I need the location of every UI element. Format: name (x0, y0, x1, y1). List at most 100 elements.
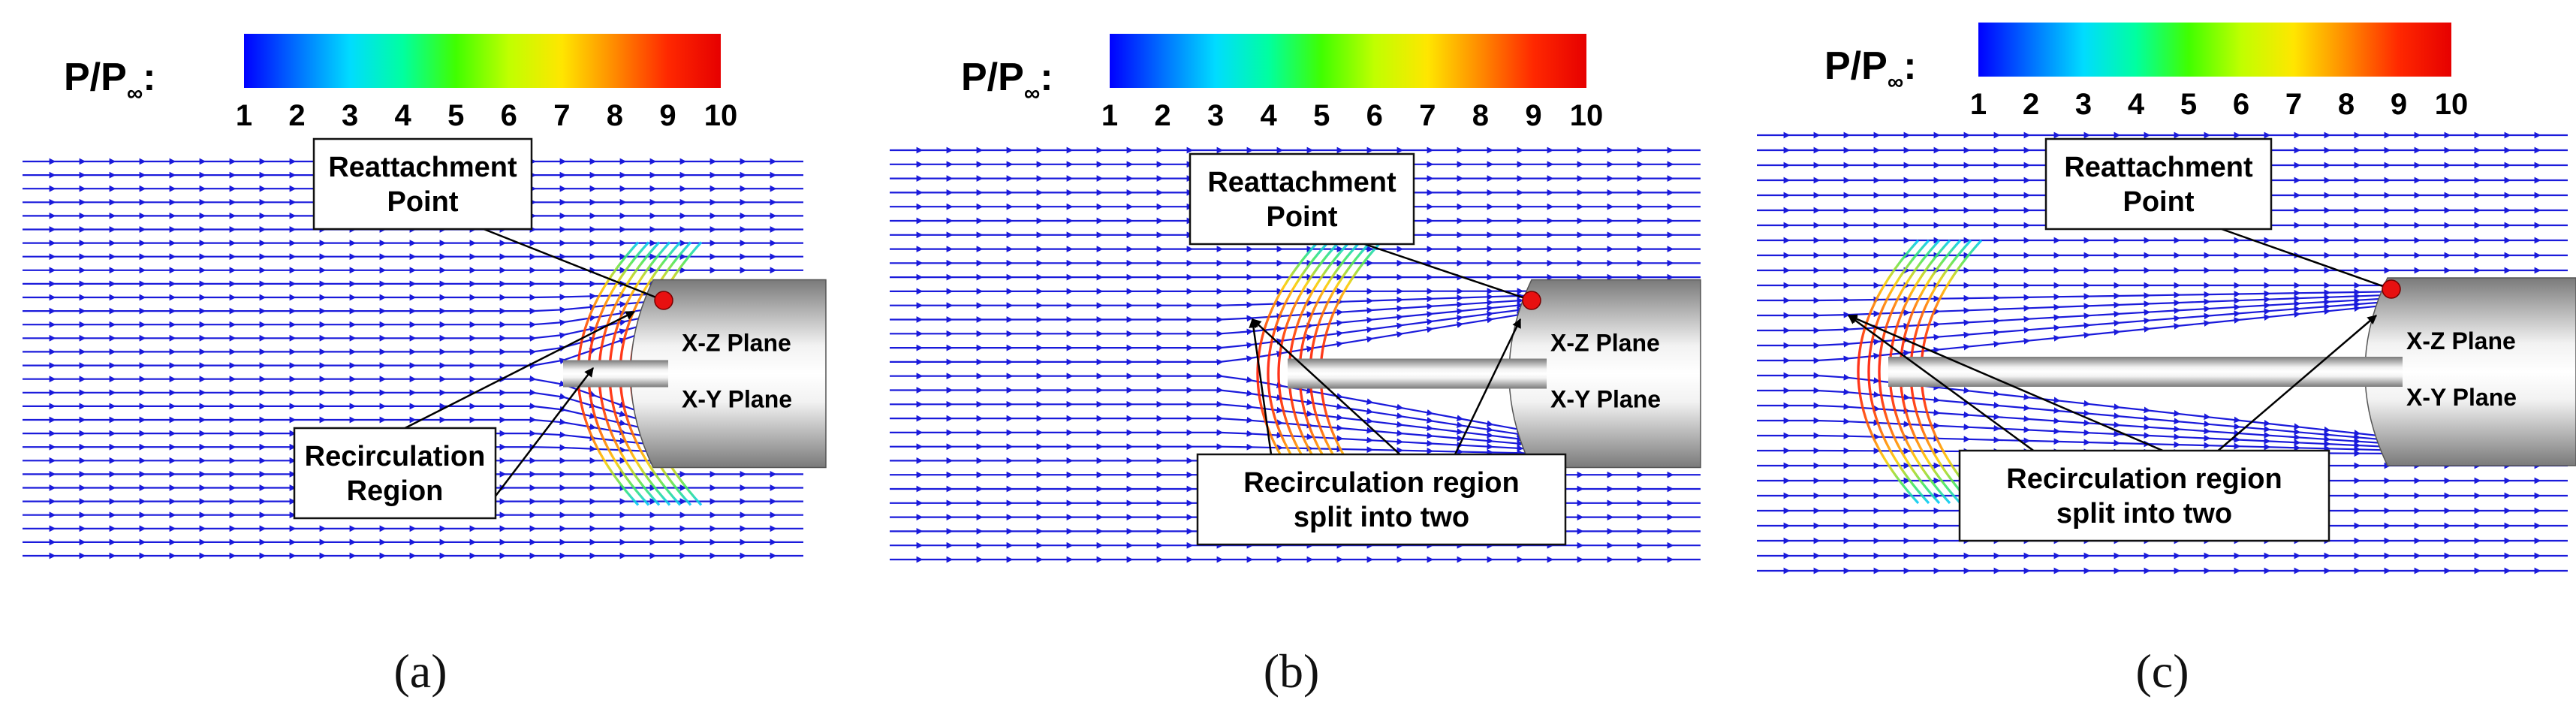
reattachment-box (312, 137, 533, 231)
colorbar-label: P/P∞: (64, 56, 156, 106)
reattachment-label-line1: Reattachment (328, 152, 517, 183)
colorbar-tick-label: 6 (2233, 88, 2249, 121)
colorbar-tick-label: 7 (553, 99, 570, 132)
colorbar-tick-label: 2 (1154, 99, 1170, 132)
colorbar-label-main: P/P (1824, 44, 1888, 88)
plane-label-xy: X-Y Plane (682, 386, 792, 413)
colorbar-tick-label: 3 (1207, 99, 1224, 132)
reattachment-leader-line (1364, 243, 1532, 302)
colorbar-tick-label: 1 (1970, 88, 1987, 121)
panel-label: (b) (1264, 644, 1320, 698)
reattachment-point (1522, 291, 1541, 310)
blunt-body (2364, 277, 2576, 466)
reattachment-point (654, 291, 673, 310)
colorbar-tick-label: 10 (704, 99, 738, 132)
reattachment-label-line2: Point (2123, 186, 2195, 218)
colorbar-label-main: P/P (64, 56, 127, 99)
reattachment-box (2044, 137, 2273, 231)
recirculation-box (1958, 449, 2330, 542)
colorbar-label-sub: ∞ (127, 81, 143, 106)
colorbar-label-colon: : (1903, 44, 1916, 88)
pressure-arc (1857, 239, 1920, 505)
recirculation-leader-1b (1847, 314, 2035, 452)
colorbar-tick-label: 7 (1419, 99, 1436, 132)
pressure-arc (1878, 239, 1941, 505)
spike (1288, 358, 1547, 389)
colorbar-tick-label: 6 (501, 99, 517, 132)
recirculation-label-line1: Recirculation region (2006, 463, 2282, 495)
recirculation-leader-1 (404, 310, 636, 430)
colorbar-tick-label: 9 (659, 99, 676, 132)
colorbar-tick-label: 10 (2435, 88, 2469, 121)
recirculation-label-line2: Region (347, 475, 444, 507)
colorbar-tick-label: 2 (2023, 88, 2039, 121)
plane-label-xz: X-Z Plane (1550, 330, 1660, 357)
recirculation-label-line2: split into two (1294, 502, 1469, 533)
colorbar-label-colon: : (1040, 56, 1053, 99)
panel-label: (c) (2135, 644, 2189, 698)
reattachment-label-line1: Reattachment (1207, 167, 1396, 198)
colorbar-tick-label: 8 (1472, 99, 1489, 132)
colorbar-tick-label: 8 (2338, 88, 2355, 121)
colorbar-tick-label: 4 (2128, 88, 2145, 121)
recirculation-leader-2 (2217, 315, 2377, 451)
colorbar-label-sub: ∞ (1888, 70, 1903, 95)
recirculation-box (293, 427, 497, 520)
reattachment-box (1189, 152, 1415, 246)
pressure-arc (1867, 239, 1930, 505)
spike (1888, 357, 2403, 387)
recirculation-leader-1 (1252, 318, 1401, 455)
body (563, 279, 827, 469)
colorbar-tick-label: 6 (1366, 99, 1383, 132)
recirculation-label-line1: Recirculation region (1243, 467, 1519, 499)
recirculation-leader-1b (1249, 318, 1273, 455)
colorbar-gradient (244, 34, 721, 88)
colorbar-tick-label: 1 (236, 99, 252, 132)
colorbar-tick-label: 4 (395, 99, 412, 132)
colorbar-tick-label: 5 (447, 99, 464, 132)
body (1288, 279, 1701, 469)
colorbar-label-main: P/P (961, 56, 1024, 99)
reattachment-label-line2: Point (1267, 201, 1338, 233)
plane-label-xy: X-Y Plane (2406, 384, 2517, 411)
colorbar-tick-label: 3 (2075, 88, 2092, 121)
colorbar-tick-label: 9 (2391, 88, 2407, 121)
recirculation-leader-2 (1454, 318, 1522, 455)
plane-label-xz: X-Z Plane (2406, 327, 2516, 354)
reattachment-label-line2: Point (387, 186, 459, 218)
reattachment-point (2382, 279, 2401, 299)
plane-label-xz: X-Z Plane (682, 330, 791, 357)
reattachment-leader-line (483, 228, 664, 302)
colorbar-tick-label: 8 (607, 99, 623, 132)
body (1888, 277, 2576, 466)
recirculation-leader-1 (1847, 314, 2164, 452)
colorbar-tick-label: 5 (2180, 88, 2197, 121)
colorbar-tick-label: 9 (1525, 99, 1541, 132)
colorbar-tick-label: 5 (1313, 99, 1330, 132)
colorbar-tick-label: 3 (342, 99, 358, 132)
recirculation-leader-2 (484, 367, 594, 510)
recirculation-label-line1: Recirculation (305, 441, 486, 472)
colorbar-label: P/P∞: (961, 56, 1053, 106)
colorbar-label: P/P∞: (1824, 44, 1917, 95)
colorbar-label-sub: ∞ (1024, 81, 1040, 106)
colorbar-tick-label: 1 (1101, 99, 1118, 132)
colorbar-label-colon: : (143, 56, 155, 99)
reattachment-leader-line (2221, 228, 2392, 291)
colorbar-gradient (1110, 34, 1586, 88)
reattachment-label-line1: Reattachment (2064, 152, 2253, 183)
colorbar-gradient (1978, 23, 2451, 77)
